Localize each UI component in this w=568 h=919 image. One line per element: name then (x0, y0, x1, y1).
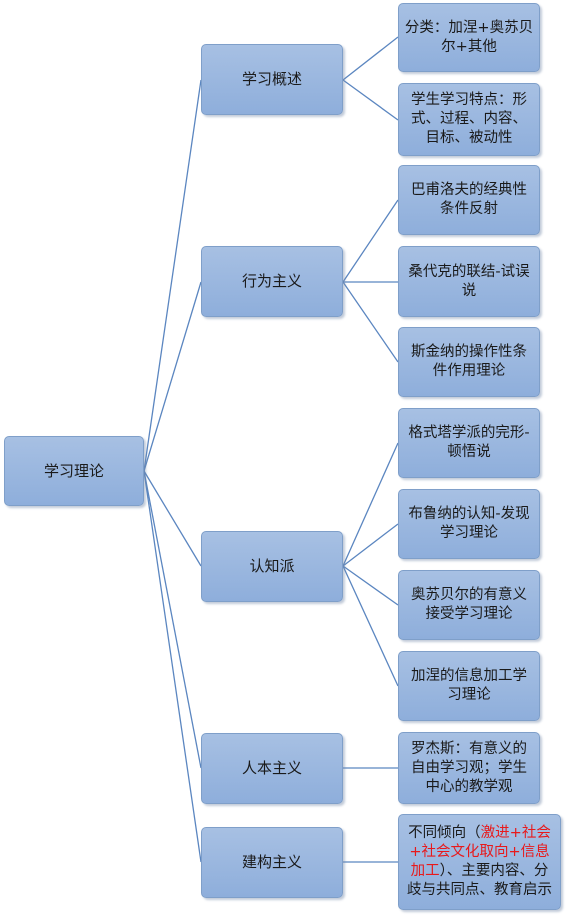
leaf-text-pre: 不同倾向（ (408, 825, 481, 841)
leaf-node-classification: 分类：加涅+奥苏贝尔+其他 (398, 3, 540, 72)
leaf-text: 斯金纳的操作性条件作用理论 (411, 344, 527, 379)
leaf-node-constructivism-tendencies: 不同倾向（激进+社会+社会文化取向+信息加工）、主要内容、分歧与共同点、教育启示 (398, 814, 561, 910)
leaf-node-gagne: 加涅的信息加工学习理论 (398, 651, 540, 721)
connector-root-branch-1 (143, 281, 202, 472)
leaf-text-highlight: 激进+社会+社会文化取向+信息加工 (409, 825, 551, 879)
connector-branch-1-leaf-2 (342, 281, 399, 363)
branch-label: 学习概述 (241, 70, 302, 88)
connector-root-branch-3 (143, 470, 202, 769)
connector-branch-2-leaf-0 (342, 442, 399, 567)
leaf-node-student-learning-features: 学生学习特点：形式、过程、内容、目标、被动性 (398, 83, 540, 156)
branch-node-humanism: 人本主义 (201, 733, 343, 804)
connector-branch-2-leaf-3 (342, 565, 399, 687)
connector-branch-2-leaf-2 (342, 565, 399, 606)
connector-root-branch-0 (143, 79, 202, 472)
branch-label: 人本主义 (241, 759, 302, 777)
root-node: 学习理论 (4, 436, 144, 506)
leaf-text: 布鲁纳的认知-发现学习理论 (408, 506, 530, 541)
connector-root-branch-4 (143, 470, 202, 863)
leaf-node-skinner: 斯金纳的操作性条件作用理论 (398, 327, 540, 397)
connector-branch-0-leaf-0 (342, 36, 399, 81)
branch-label: 建构主义 (241, 853, 302, 871)
leaf-node-pavlov: 巴甫洛夫的经典性条件反射 (398, 165, 540, 235)
connector-branch-0-leaf-1 (342, 79, 399, 121)
leaf-text-post: ）、主要内容、分歧与共同点、教育启示 (407, 863, 552, 898)
branch-label: 认知派 (249, 557, 295, 575)
branch-node-constructivism: 建构主义 (201, 827, 343, 898)
connector-root-branch-2 (143, 470, 202, 567)
leaf-text: 学生学习特点：形式、过程、内容、目标、被动性 (411, 92, 527, 146)
branch-node-learning-overview: 学习概述 (201, 44, 343, 115)
branch-node-cognitivism: 认知派 (201, 531, 343, 602)
branch-label: 行为主义 (241, 272, 302, 290)
connector-branch-1-leaf-0 (342, 199, 399, 283)
leaf-node-gestalt: 格式塔学派的完形-顿悟说 (398, 408, 540, 478)
leaf-text: 罗杰斯：有意义的自由学习观；学生中心的教学观 (411, 740, 527, 795)
leaf-text: 加涅的信息加工学习理论 (411, 668, 527, 703)
leaf-node-ausubel: 奥苏贝尔的有意义接受学习理论 (398, 570, 540, 640)
leaf-text: 分类：加涅+奥苏贝尔+其他 (404, 19, 534, 55)
leaf-text: 桑代克的联结-试误说 (408, 263, 530, 299)
leaf-text: 不同倾向（激进+社会+社会文化取向+信息加工）、主要内容、分歧与共同点、教育启示 (404, 824, 555, 900)
leaf-text: 格式塔学派的完形-顿悟说 (408, 425, 530, 460)
leaf-node-rogers: 罗杰斯：有意义的自由学习观；学生中心的教学观 (398, 732, 540, 804)
leaf-text: 奥苏贝尔的有意义接受学习理论 (411, 587, 527, 622)
leaf-text: 巴甫洛夫的经典性条件反射 (411, 182, 527, 217)
root-label: 学习理论 (43, 461, 104, 480)
branch-node-behaviorism: 行为主义 (201, 246, 343, 317)
leaf-node-thorndike: 桑代克的联结-试误说 (398, 246, 540, 317)
leaf-node-bruner: 布鲁纳的认知-发现学习理论 (398, 489, 540, 559)
connector-branch-2-leaf-1 (342, 523, 399, 567)
